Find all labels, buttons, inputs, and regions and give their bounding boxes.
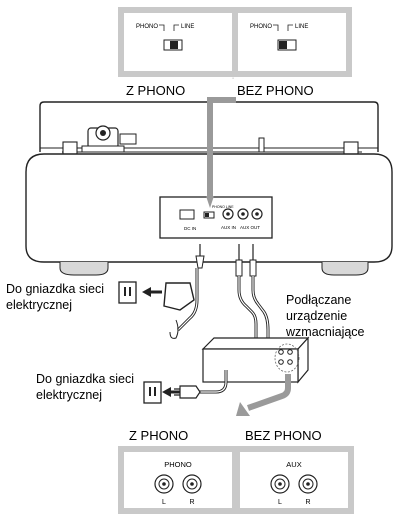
top-left-switch-knob <box>170 41 178 49</box>
aux-jack-l-pin <box>278 482 282 486</box>
phono-panel-title: PHONO <box>164 460 192 469</box>
rca-cables <box>235 244 270 346</box>
aux-in-jack-center <box>226 212 230 216</box>
spindle <box>258 137 265 153</box>
amp-plug-prongs <box>174 388 180 396</box>
phono-jack-l-pin <box>162 482 166 486</box>
top-left-switch-bracket <box>159 24 179 31</box>
phono-jack-l-label: L <box>162 499 166 506</box>
amplifier <box>201 336 310 384</box>
amp-jack-2 <box>287 349 293 355</box>
amp-pointer-arrow <box>247 374 291 411</box>
bottom-jack-panels: PHONO L R AUX L R <box>118 446 354 514</box>
aux-jack-l-label: L <box>278 499 282 506</box>
upper-outlet-label-line2: elektrycznej <box>6 298 72 312</box>
top-left-phono-tag: PHONO <box>136 24 158 30</box>
aux-panel-title: AUX <box>286 460 301 469</box>
phono-line-switch-label: PHONO LINE <box>212 205 234 209</box>
lower-outlet-label-line2: elektrycznej <box>36 388 102 402</box>
amp-jack-1 <box>278 349 284 355</box>
switch-pointer-tip <box>206 196 214 208</box>
bottom-label-z-phono: Z PHONO <box>129 428 188 443</box>
aux-out-jack-r-center <box>255 212 259 216</box>
top-label-z-phono: Z PHONO <box>126 83 185 98</box>
lower-wall-outlet <box>143 381 162 404</box>
amplifier-label-line3: wzmacniające <box>285 325 365 339</box>
lower-outlet-arrow-head <box>162 387 171 397</box>
bottom-panel-right <box>240 452 348 508</box>
top-right-phono-tag: PHONO <box>250 24 272 30</box>
small-dot-marker: · <box>232 75 234 82</box>
upper-outlet-arrow-head <box>142 287 151 297</box>
aux-out-label: AUX OUT <box>240 225 260 230</box>
bottom-panel-left <box>124 452 232 508</box>
top-label-bez-phono: BEZ PHONO <box>237 83 314 98</box>
dc-plug-top <box>195 255 205 269</box>
upper-wall-outlet <box>118 281 137 304</box>
top-right-line-tag: LINE <box>295 24 308 30</box>
dc-in-label: DC IN <box>184 226 196 231</box>
upper-outlet-label-line1: Do gniazdka sieci <box>6 282 104 296</box>
top-right-switch-knob <box>279 41 287 49</box>
amp-power-cord-inner <box>198 370 227 393</box>
aux-out-jack-l-center <box>241 212 245 216</box>
top-left-line-tag: LINE <box>181 24 194 30</box>
amplifier-input-highlight <box>274 343 300 373</box>
adapter-cord <box>169 319 179 339</box>
phono-jack-r-label: R <box>189 499 194 506</box>
amp-jack-3 <box>278 359 284 365</box>
bottom-label-bez-phono: BEZ PHONO <box>245 428 322 443</box>
amplifier-top <box>201 337 310 350</box>
tonearm-pivot-center <box>100 130 106 136</box>
lower-outlet-label-line1: Do gniazdka sieci <box>36 372 134 386</box>
left-foot <box>59 262 109 276</box>
rca-plug-right <box>249 259 257 277</box>
top-right-switch-bracket <box>273 24 293 31</box>
tonearm-rest <box>119 133 137 145</box>
amp-pointer-tip <box>236 402 250 416</box>
phono-jack-r-pin <box>190 482 194 486</box>
rca-cable-right-inner <box>252 276 269 346</box>
amp-power-plug <box>179 385 201 399</box>
aux-in-label: AUX IN <box>221 225 236 230</box>
dc-in-port <box>179 209 195 220</box>
rca-plug-tips <box>238 244 254 260</box>
rca-plug-left <box>235 259 243 277</box>
tonearm-base <box>81 145 125 153</box>
amp-jack-4 <box>287 359 293 365</box>
right-foot <box>321 262 369 276</box>
power-adapter <box>163 282 195 311</box>
phono-line-switch-knob <box>205 213 209 217</box>
amplifier-front <box>202 348 299 383</box>
power-adapter-cable <box>163 244 205 339</box>
dc-cable-inner <box>177 268 198 331</box>
rca-cable-left-inner <box>238 276 257 346</box>
top-switch-panels: PHONO LINE PHONO LINE <box>118 7 352 77</box>
aux-jack-r-label: R <box>305 499 310 506</box>
amplifier-label-line2: urządzenie <box>286 309 347 323</box>
amplifier-label-line1: Podłączane <box>286 293 351 307</box>
switch-pointer-arrow <box>207 97 236 196</box>
aux-jack-r-pin <box>306 482 310 486</box>
